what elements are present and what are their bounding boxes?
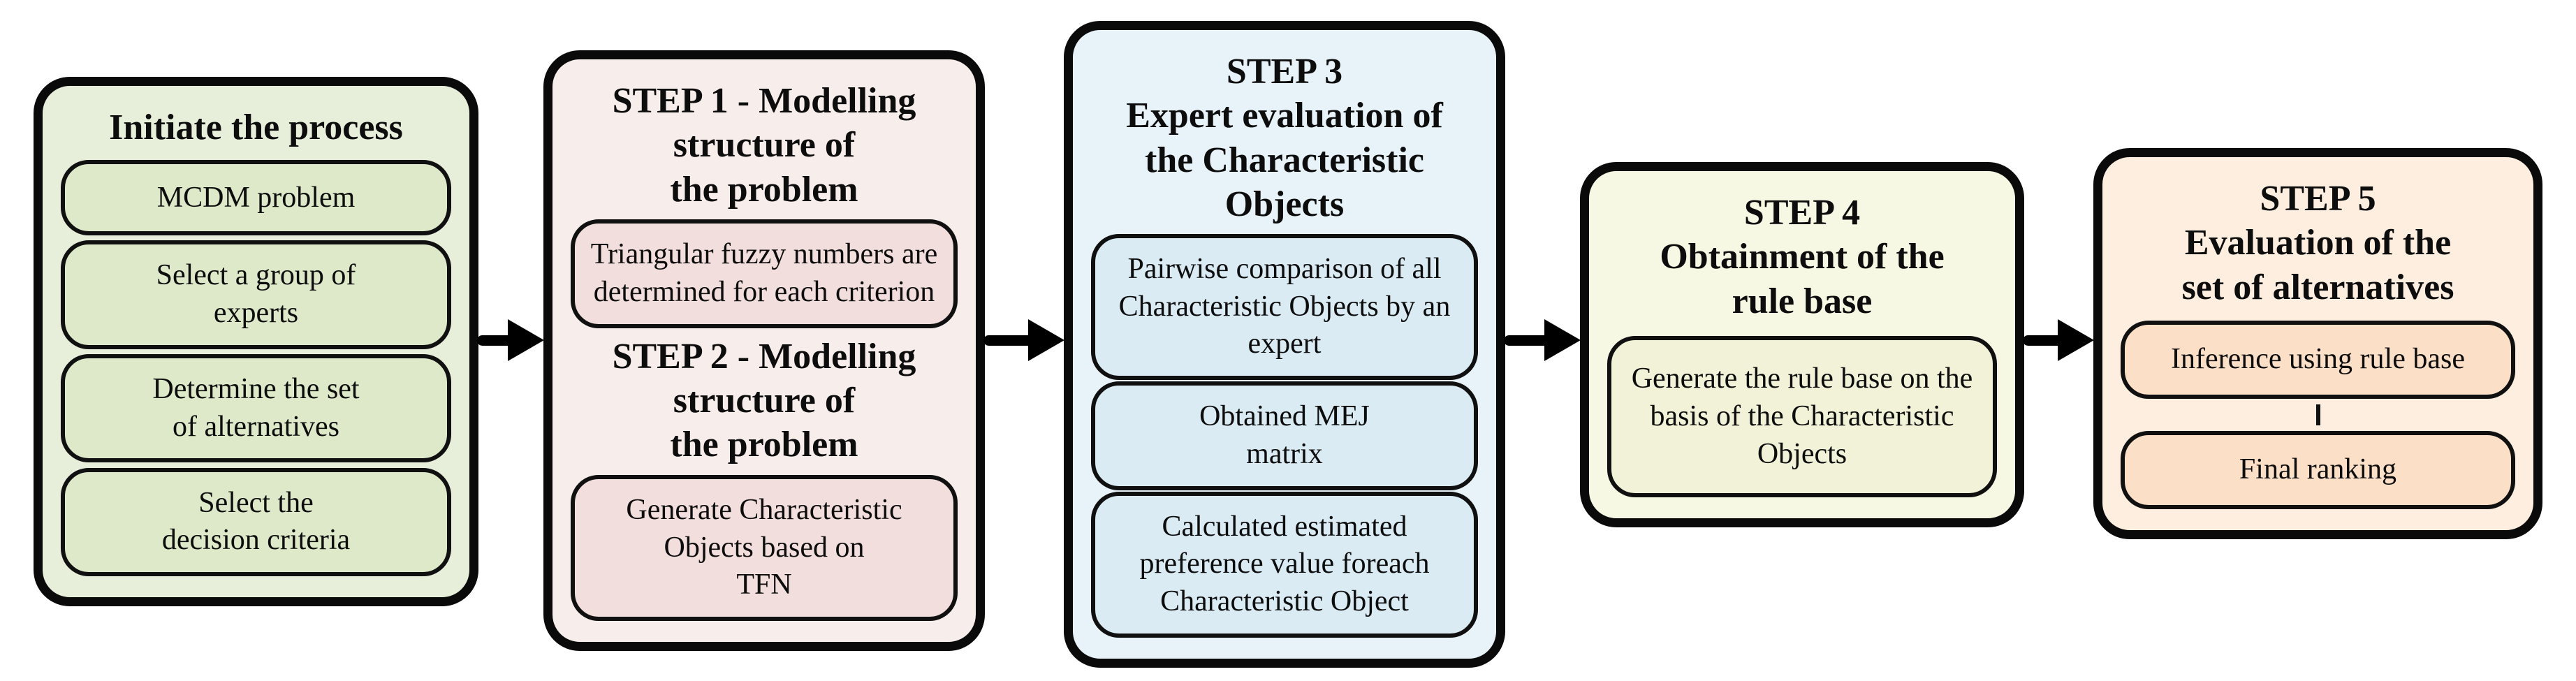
arrow-right-icon [477, 309, 544, 371]
process-step-generate-rule-base: Generate the rule base on the basis of t… [1607, 336, 1997, 497]
arrow-shaft [1504, 335, 1547, 346]
stage-title-step4: STEP 4 Obtainment of the rule base [1660, 193, 1945, 321]
process-step-select-criteria: Select the decision criteria [61, 467, 451, 576]
stage-step5-evaluation-alternatives: STEP 5 Evaluation of the set of alternat… [2093, 148, 2542, 539]
arrow-shaft [983, 335, 1031, 346]
stage-title-step2: STEP 2 - Modelling structure of the prob… [612, 336, 916, 465]
stage-title: Initiate the process [109, 108, 403, 147]
process-step-mej-matrix: Obtained MEJ matrix [1091, 381, 1478, 490]
stage-title-step3: STEP 3 Expert evaluation of the Characte… [1126, 52, 1443, 225]
arrow-right-icon [983, 309, 1064, 371]
arrow-head [508, 319, 544, 361]
arrow-shaft [477, 335, 511, 346]
arrow-head [1028, 319, 1064, 361]
process-step-mcdm-problem: MCDM problem [61, 160, 451, 236]
arrow-right-icon [2023, 309, 2094, 371]
process-step-select-experts: Select a group of experts [61, 240, 451, 349]
process-step-inference: Inference using rule base [2121, 321, 2515, 400]
stage-title-step5: STEP 5 Evaluation of the set of alternat… [2181, 179, 2454, 307]
process-step-final-ranking: Final ranking [2121, 430, 2515, 509]
stage-step3-expert-evaluation: STEP 3 Expert evaluation of the Characte… [1064, 21, 1505, 668]
process-step-estimated-preference: Calculated estimated preference value fo… [1091, 491, 1478, 638]
process-step-tfn-determined: Triangular fuzzy numbers are determined … [571, 219, 958, 328]
stage-step4-rule-base: STEP 4 Obtainment of the rule base Gener… [1580, 162, 2024, 527]
arrow-head [1544, 319, 1581, 361]
stage-step1-step2-modelling: STEP 1 - Modelling structure of the prob… [543, 50, 985, 651]
process-step-generate-characteristic-objects: Generate Characteristic Objects based on… [571, 474, 958, 621]
process-step-pairwise-comparison: Pairwise comparison of all Characteristi… [1091, 233, 1478, 381]
arrow-head [2058, 319, 2094, 361]
arrow-shaft [2023, 335, 2061, 346]
stage-initiate-the-process: Initiate the process MCDM problem Select… [34, 77, 478, 606]
connector-line [2315, 404, 2320, 426]
arrow-right-icon [1504, 309, 1581, 371]
process-step-determine-alternatives: Determine the set of alternatives [61, 353, 451, 463]
stage-title-step1: STEP 1 - Modelling structure of the prob… [612, 81, 916, 210]
